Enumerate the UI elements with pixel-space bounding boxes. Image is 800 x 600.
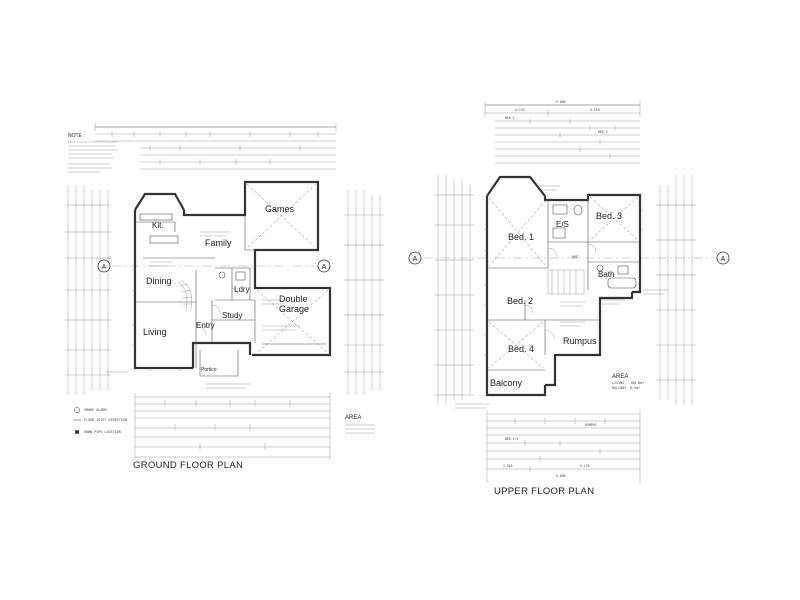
legend-smoke-alarm: SMOKE ALARM — [84, 408, 106, 412]
upper-right-dimensions — [656, 175, 696, 405]
room-label-es: E/S — [556, 220, 569, 229]
room-label-bath: Bath — [598, 270, 614, 279]
upper-area-living-value: 100.8m² — [630, 381, 644, 385]
room-label-garage: Garage — [279, 304, 309, 314]
ground-grid-line-a: A A — [97, 259, 331, 273]
upper-bottom-dimensions: BED 2/4 RUMPUS 2.510 5.170 9.880 — [486, 410, 641, 483]
room-label-bed4: Bed. 4 — [508, 344, 534, 354]
room-label-bed1: Bed. 1 — [508, 232, 534, 242]
upper-bottom-dim-right: 5.170 — [580, 464, 590, 468]
ground-annotations — [106, 231, 300, 389]
ground-right-dimensions — [344, 190, 384, 395]
upper-top-dim-total: 9.880 — [556, 100, 566, 104]
upper-label-bed1-top: BED 1 — [505, 116, 515, 120]
upper-grid-marker-right: A — [721, 256, 726, 263]
ground-bottom-dimensions — [134, 393, 331, 460]
ground-grid-marker-left: A — [102, 264, 107, 271]
smoke-alarm-icon — [74, 407, 80, 413]
upper-bottom-dim-total: 9.880 — [556, 474, 566, 478]
ground-legend: SMOKE ALARM FLOOR JOIST DIRECTION DOWN P… — [73, 407, 127, 434]
room-label-living: Living — [143, 327, 167, 337]
upper-left-dimensions — [435, 175, 474, 405]
note-heading: NOTE : — [68, 133, 85, 139]
upper-annotations — [455, 185, 668, 409]
ground-area-heading: AREA — [345, 415, 361, 421]
upper-floor-title: UPPER FLOOR PLAN — [494, 486, 594, 497]
room-label-family: Family — [205, 238, 232, 248]
ground-walls — [132, 180, 332, 377]
room-label-rumpus: Rumpus — [563, 336, 597, 346]
upper-area-living-label: LIVING — [612, 381, 624, 385]
room-label-dining: Dining — [146, 276, 172, 286]
legend-down-pipe: DOWN PIPE LOCATION — [84, 430, 121, 434]
legend-floor-joist: FLOOR JOIST DIRECTION — [84, 418, 127, 422]
upper-room-labels: Bed. 1 E/S Bed. 3 Bath WC Bed. 2 Rumpus … — [490, 211, 622, 388]
room-label-double: Double — [279, 294, 308, 304]
ground-top-dimensions — [94, 123, 337, 170]
upper-floor-plan: 9.880 4.170 5.510 BED 1 BED 3 — [408, 100, 730, 497]
room-label-games: Games — [265, 204, 295, 214]
ground-room-labels: Kit. Family Games Dining Ldry Double Gar… — [143, 204, 309, 373]
upper-label-bed24: BED 2/4 — [505, 437, 519, 441]
upper-label-rumpus: RUMPUS — [585, 423, 597, 427]
upper-grid-marker-left: A — [413, 256, 418, 263]
upper-grid-line-a: A A — [408, 251, 730, 265]
room-label-ldry: Ldry — [234, 285, 250, 294]
upper-area-balcony-value: 6.5m² — [630, 386, 640, 390]
room-label-portico: Portico — [201, 367, 217, 373]
upper-top-dim-right: 5.510 — [590, 108, 600, 112]
room-label-balcony: Balcony — [490, 378, 523, 388]
room-label-bed2: Bed. 2 — [507, 296, 533, 306]
upper-area-heading: AREA — [612, 374, 628, 380]
ground-grid-marker-right: A — [322, 264, 327, 271]
ground-floor-title: GROUND FLOOR PLAN — [133, 460, 243, 471]
room-label-entry: Entry — [196, 321, 215, 330]
room-label-study: Study — [222, 311, 242, 320]
upper-walls — [484, 175, 643, 397]
ground-area-block: AREA — [345, 415, 375, 434]
ground-left-dimensions — [65, 185, 111, 395]
upper-label-bed3-top: BED 3 — [598, 130, 608, 134]
upper-area-balcony-label: BALCONY — [612, 386, 626, 390]
down-pipe-icon — [75, 430, 79, 434]
room-label-wc: WC — [572, 254, 579, 259]
upper-top-dim-left: 4.170 — [515, 108, 525, 112]
room-label-kit: Kit. — [152, 221, 164, 230]
upper-top-dimensions: 9.880 4.170 5.510 BED 1 BED 3 — [484, 100, 641, 164]
upper-area-block: AREA LIVING 100.8m² BALCONY 6.5m² — [612, 374, 644, 390]
ground-floor-plan: NOTE : — [65, 123, 384, 471]
upper-bottom-dim-left: 2.510 — [503, 464, 513, 468]
room-label-bed3: Bed. 3 — [596, 211, 622, 221]
ground-note-block: NOTE : — [68, 133, 118, 173]
